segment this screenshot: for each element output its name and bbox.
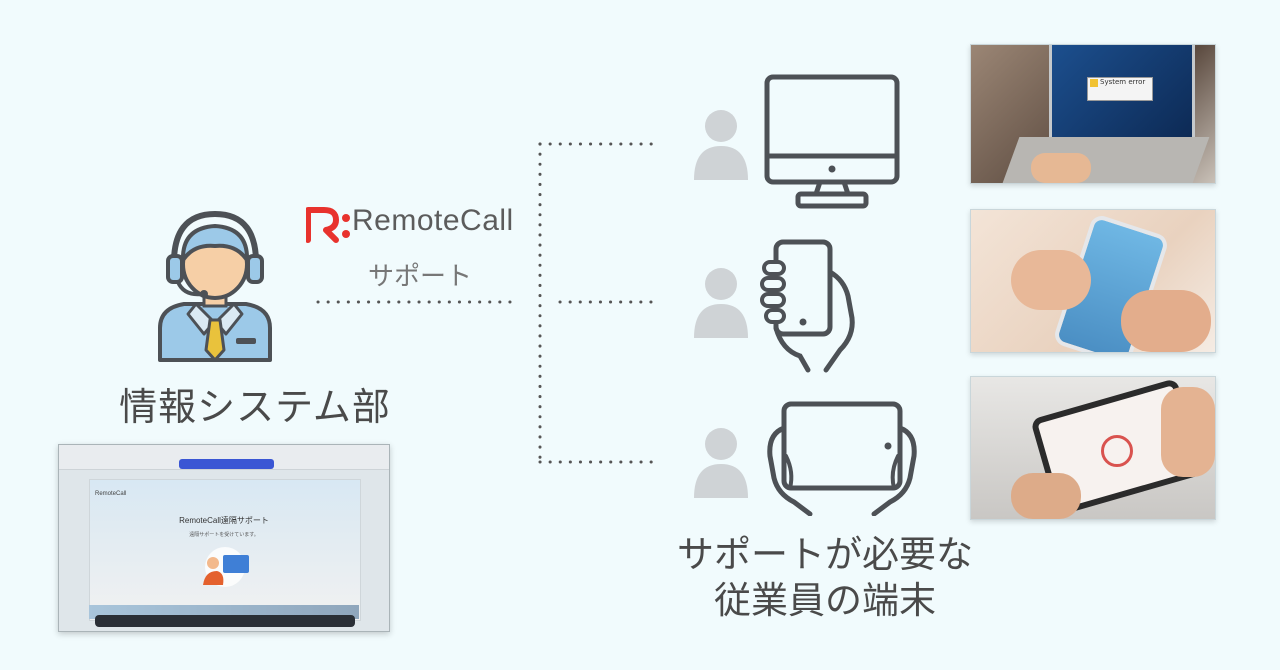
tablet-photo bbox=[970, 376, 1216, 520]
screen-illustration bbox=[197, 545, 257, 589]
employee-devices-label: サポートが必要な 従業員の端末 bbox=[640, 532, 1010, 624]
brand-name: RemoteCall bbox=[352, 204, 514, 238]
hand-left bbox=[1011, 473, 1081, 519]
agent-label: 情報システム部 bbox=[70, 376, 440, 431]
smartphone-in-hand-icon bbox=[756, 232, 866, 374]
dock-bar bbox=[95, 615, 355, 627]
employee-label-line2: 従業員の端末 bbox=[640, 578, 1010, 624]
screen-subtitle: 遠隔サポートを受けています。 bbox=[59, 531, 389, 538]
hand-right bbox=[1121, 290, 1211, 352]
toolbar-overlay bbox=[179, 459, 274, 469]
laptop-photo: System error bbox=[970, 44, 1216, 184]
hand-left bbox=[1011, 250, 1091, 310]
service-label: サポート bbox=[300, 256, 540, 293]
hand-right bbox=[1161, 387, 1215, 477]
person-icon bbox=[692, 106, 750, 180]
remote-support-screen-capture: RemoteCall RemoteCall遠隔サポート 遠隔サポートを受けていま… bbox=[58, 444, 390, 632]
screen-title: RemoteCall遠隔サポート bbox=[59, 515, 389, 526]
hand bbox=[1031, 153, 1091, 183]
remotecall-logo-mark-icon bbox=[306, 204, 354, 244]
camera-focus-circle bbox=[1101, 435, 1133, 467]
support-agent-icon bbox=[150, 210, 280, 366]
employee-label-line1: サポートが必要な bbox=[640, 532, 1010, 578]
desktop-monitor-icon bbox=[762, 72, 902, 212]
warning-icon bbox=[1090, 79, 1098, 87]
person-icon bbox=[692, 264, 750, 338]
person-icon bbox=[692, 424, 750, 498]
screen-brand: RemoteCall bbox=[95, 491, 126, 497]
tablet-in-hands-icon bbox=[760, 398, 920, 516]
error-dialog-text: System error bbox=[1100, 78, 1145, 86]
remotecall-logo: RemoteCall bbox=[300, 200, 540, 244]
error-dialog: System error bbox=[1087, 77, 1153, 101]
smartphone-photo bbox=[970, 209, 1216, 353]
